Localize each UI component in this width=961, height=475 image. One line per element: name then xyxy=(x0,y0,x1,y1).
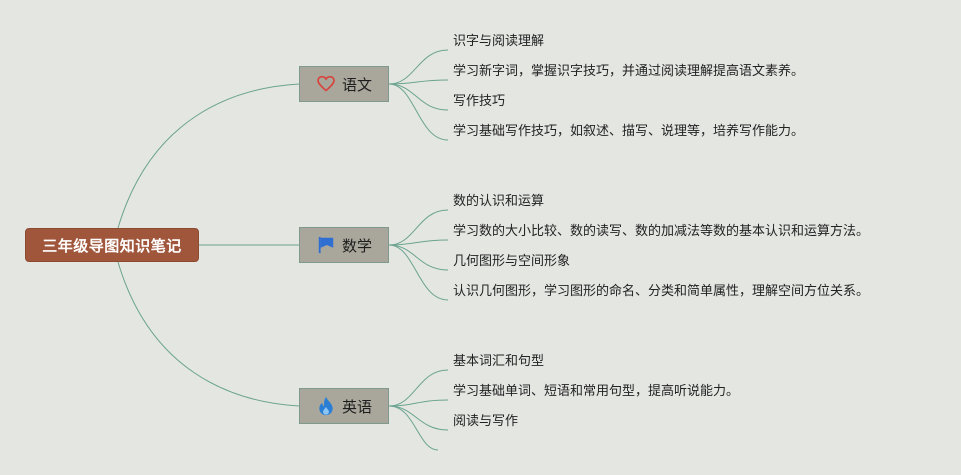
branch-node-english[interactable]: 英语 xyxy=(299,388,389,424)
flame-icon xyxy=(316,396,336,416)
leaf-description[interactable]: 学习基础写作技巧，如叙述、描写、说理等，培养写作能力。 xyxy=(453,124,805,139)
branch-node-chinese[interactable]: 语文 xyxy=(299,66,389,102)
leaf-description[interactable]: 学习数的大小比较、数的读写、数的加减法等数的基本认识和运算方法。 xyxy=(453,224,870,239)
leaf-topic[interactable]: 识字与阅读理解 xyxy=(453,34,545,49)
leaf-description[interactable]: 学习基础单词、短语和常用句型，提高听说能力。 xyxy=(453,384,740,399)
leaf-topic[interactable]: 基本词汇和句型 xyxy=(453,354,545,369)
branch-label: 英语 xyxy=(341,397,372,416)
leaf-description[interactable]: 认识几何图形，学习图形的命名、分类和简单属性，理解空间方位关系。 xyxy=(453,284,870,299)
root-node-label: 三年级导图知识笔记 xyxy=(42,236,182,255)
leaf-topic[interactable]: 阅读与写作 xyxy=(453,414,519,429)
heart-icon xyxy=(316,74,336,94)
branch-label: 语文 xyxy=(341,75,372,94)
connector-math-fan xyxy=(388,209,449,301)
leaf-topic[interactable]: 写作技巧 xyxy=(453,94,506,109)
connector-root-chinese xyxy=(117,83,300,229)
leaf-topic[interactable]: 数的认识和运算 xyxy=(453,194,545,209)
branch-node-math[interactable]: 数学 xyxy=(299,227,389,263)
connector-root-english xyxy=(117,261,300,407)
leaf-topic[interactable]: 几何图形与空间形象 xyxy=(453,254,571,269)
root-node[interactable]: 三年级导图知识笔记 xyxy=(25,228,199,262)
leaf-description[interactable]: 学习新字词，掌握识字技巧，并通过阅读理解提高语文素养。 xyxy=(453,64,805,79)
branch-label: 数学 xyxy=(341,236,372,255)
connector-english-fan xyxy=(388,369,449,451)
connector-chinese-fan xyxy=(388,49,449,141)
flag-icon xyxy=(316,235,336,255)
